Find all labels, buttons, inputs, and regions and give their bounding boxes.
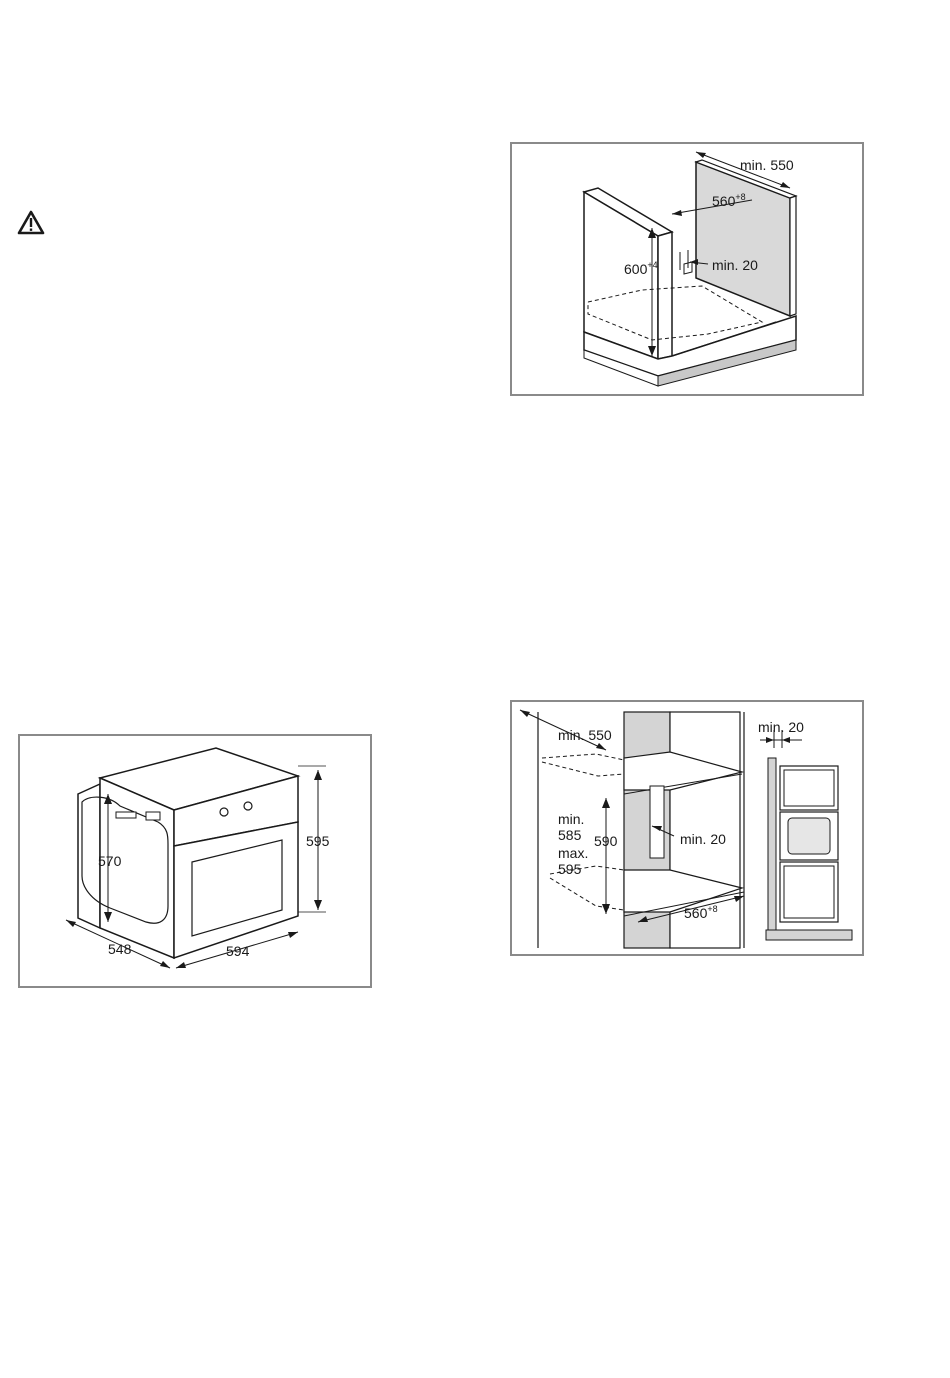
label-gap: min. 20 — [712, 257, 758, 273]
warning-triangle-icon — [17, 210, 45, 236]
label-tall-min-depth: min. 550 — [558, 727, 612, 743]
undercounter-drawing: min. 550 560+8 600+4 min. 20 — [512, 144, 862, 394]
label-gap-side: min. 20 — [758, 719, 804, 735]
label-min-height-line1: min. — [558, 811, 584, 827]
tall-unit-drawing: min. 550 min. 585 590 max. 595 min. 20 5… — [512, 702, 862, 954]
label-max-height-line1: max. — [558, 845, 588, 861]
label-min-depth: min. 550 — [740, 157, 794, 173]
oven-dimensions-diagram: 595 570 548 594 — [18, 734, 372, 988]
label-gap-inner: min. 20 — [680, 831, 726, 847]
label-height-base: 600 — [624, 261, 648, 277]
label-oven-inner-height: 570 — [98, 853, 122, 869]
tall-unit-installation-diagram: min. 550 min. 585 590 max. 595 min. 20 5… — [510, 700, 864, 956]
label-tall-width-base: 560 — [684, 905, 708, 921]
label-max-height-line2: 595 — [558, 861, 582, 877]
label-nominal-height: 590 — [594, 833, 618, 849]
label-oven-height: 595 — [306, 833, 330, 849]
label-width-base: 560 — [712, 193, 736, 209]
label-min-height-line2: 585 — [558, 827, 582, 843]
undercounter-installation-diagram: min. 550 560+8 600+4 min. 20 — [510, 142, 864, 396]
label-tall-width-tolerance: +8 — [707, 904, 717, 914]
label-oven-depth: 548 — [108, 941, 132, 957]
label-oven-width: 594 — [226, 943, 250, 959]
oven-drawing: 595 570 548 594 — [20, 736, 370, 986]
label-height-tolerance: +4 — [647, 260, 657, 270]
label-width-tolerance: +8 — [735, 192, 745, 202]
